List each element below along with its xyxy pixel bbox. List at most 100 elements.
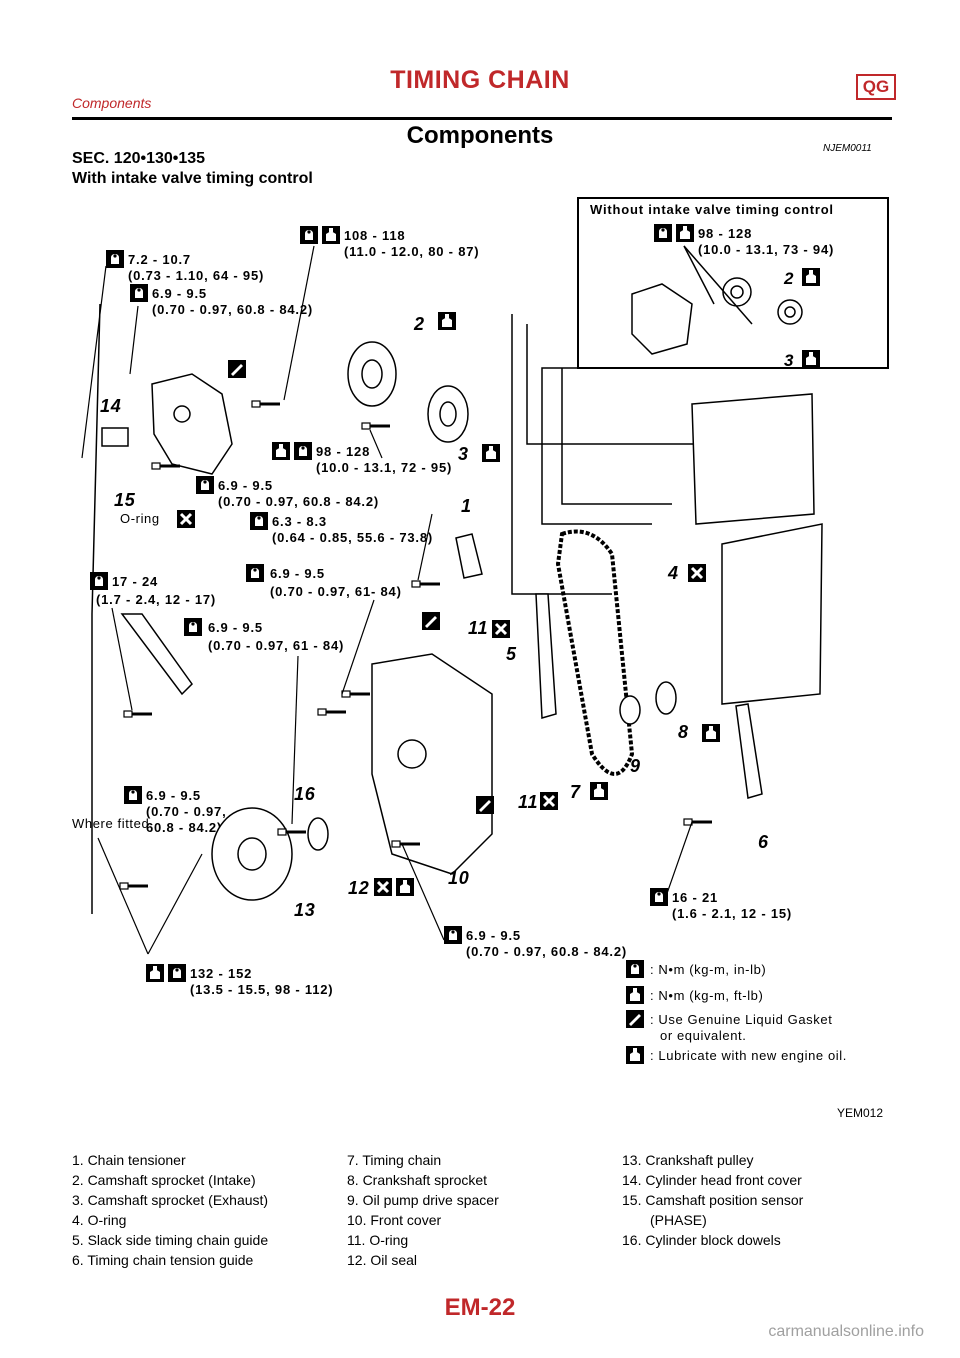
inset-callout-2: 2 [783,269,794,288]
callout-6: 6 [758,832,769,852]
torque-wrench-icon [184,618,202,636]
torque-wrench-icon [654,224,672,242]
torque-spec-3: 6.9 - 9.5 [152,286,207,301]
leader-lines [81,245,693,955]
torque-wrench-icon [168,964,186,982]
replace-part-icon [372,876,394,898]
replace-part-icon [490,618,512,640]
section-ref-code: NJEM0011 [823,143,872,154]
legend-item: 10. Front cover [347,1212,442,1228]
torque-spec-13-units: (13.5 - 15.5, 98 - 112) [190,982,333,997]
callout-14: 14 [100,396,122,416]
liquid-gasket-icon [422,612,440,630]
torque-spec-7: 17 - 24 [112,574,158,589]
legend-item-continued: (PHASE) [650,1212,707,1228]
o-ring-label: O-ring [120,511,160,526]
torque-spec-10-units-a: (0.70 - 0.97, [146,804,227,819]
callout-5: 5 [506,644,517,664]
oil-can-icon [322,226,340,244]
legend-item: 2. Camshaft sprocket (Intake) [72,1172,256,1188]
oil-can-icon [396,878,414,896]
oil-can-icon [702,724,720,742]
torque-spec-8-units: (0.70 - 0.97, 61- 84) [270,584,402,599]
section-title: Components [406,122,554,149]
liquid-gasket-icon [626,1010,644,1028]
torque-spec-1-units: (11.0 - 12.0, 80 - 87) [344,244,479,259]
key-gasket-line-2: or equivalent. [660,1028,746,1043]
header-title: TIMING CHAIN [390,66,570,94]
torque-spec-10: 6.9 - 9.5 [146,788,201,803]
torque-wrench-icon [246,564,264,582]
torque-wrench-icon [196,476,214,494]
torque-spec-12: 6.9 - 9.5 [466,928,521,943]
callout-1: 1 [461,496,472,516]
oil-can-icon [146,964,164,982]
torque-spec-2-units: (0.73 - 1.10, 64 - 95) [128,268,264,283]
torque-wrench-icon [106,250,124,268]
oil-can-icon [482,444,500,462]
legend-column-2: 7. Timing chain 8. Crankshaft sprocket 9… [347,1150,499,1270]
key-lubricate: : Lubricate with new engine oil. [650,1048,847,1063]
oil-can-icon [438,312,456,330]
liquid-gasket-icon [476,796,494,814]
legend-item: 5. Slack side timing chain guide [72,1232,269,1248]
torque-wrench-icon [130,284,148,302]
torque-spec-12-units: (0.70 - 0.97, 60.8 - 84.2) [466,944,627,959]
torque-spec-7-units: (1.7 - 2.4, 12 - 17) [96,592,216,607]
where-fitted-label: Where fitted [72,816,149,831]
legend-item: 11. O-ring [347,1232,409,1248]
callout-9: 9 [630,756,641,776]
callouts: 1 2 3 4 5 6 7 8 9 10 11 11 12 13 14 15 1… [100,314,769,920]
sec-reference: SEC. 120•130•135 [72,150,206,167]
callout-15: 15 [114,490,136,510]
oil-can-icon [272,442,290,460]
legend-item: 16. Cylinder block dowels [622,1232,781,1248]
torque-spec-1: 108 - 118 [344,228,405,243]
oil-can-icon [802,268,820,286]
torque-wrench-icon [90,572,108,590]
torque-spec-3-units: (0.70 - 0.97, 60.8 - 84.2) [152,302,313,317]
torque-wrench-icon [250,512,268,530]
legend-column-1: 1. Chain tensioner 2. Camshaft sprocket … [72,1150,268,1270]
header-subtitle: Components [72,95,152,111]
replace-part-icon [175,508,197,530]
torque-wrench-icon [626,960,644,978]
legend-item: 14. Cylinder head front cover [622,1172,802,1188]
replace-part-icon [538,790,560,812]
exploded-diagram: Without intake valve timing control 98 -… [72,197,889,1064]
torque-spec-5: 6.9 - 9.5 [218,478,273,493]
torque-spec-8: 6.9 - 9.5 [270,566,325,581]
legend-column-3: 13. Crankshaft pulley 14. Cylinder head … [622,1150,803,1250]
oil-can-icon [626,1046,644,1064]
torque-spec-4-units: (10.0 - 13.1, 72 - 95) [316,460,452,475]
variant-heading: With intake valve timing control [72,170,313,187]
torque-spec-11-units: (1.6 - 2.1, 12 - 15) [672,906,792,921]
callout-12: 12 [348,878,370,898]
page-number: EM-22 [444,1294,516,1321]
inset-title: Without intake valve timing control [590,202,834,217]
key-nm-kgm-inlb: : N•m (kg-m, in-lb) [650,962,766,977]
torque-spec-9-units: (0.70 - 0.97, 61 - 84) [208,638,344,653]
torque-spec-13: 132 - 152 [190,966,252,981]
torque-spec-11: 16 - 21 [672,890,718,905]
header-rule [72,117,892,120]
legend-item: 9. Oil pump drive spacer [347,1192,499,1208]
routing-lines [91,303,762,914]
liquid-gasket-icon [228,360,246,378]
callout-3: 3 [458,444,469,464]
callout-11: 11 [468,618,488,638]
callout-4: 4 [667,563,679,583]
replace-part-icon [686,562,708,584]
legend-item: 13. Crankshaft pulley [622,1152,754,1168]
legend-item: 6. Timing chain tension guide [72,1252,254,1268]
torque-spec-2: 7.2 - 10.7 [128,252,191,267]
engine-code-badge: QG [856,74,896,100]
torque-wrench-icon [294,442,312,460]
callout-13: 13 [294,900,316,920]
legend-item: 8. Crankshaft sprocket [347,1172,488,1188]
legend-item: 7. Timing chain [347,1152,442,1168]
key-nm-kgm-ftlb: : N•m (kg-m, ft-lb) [650,988,763,1003]
figure-id: YEM012 [837,1106,884,1120]
inset-callout-3: 3 [784,351,794,370]
callout-7: 7 [570,782,581,802]
